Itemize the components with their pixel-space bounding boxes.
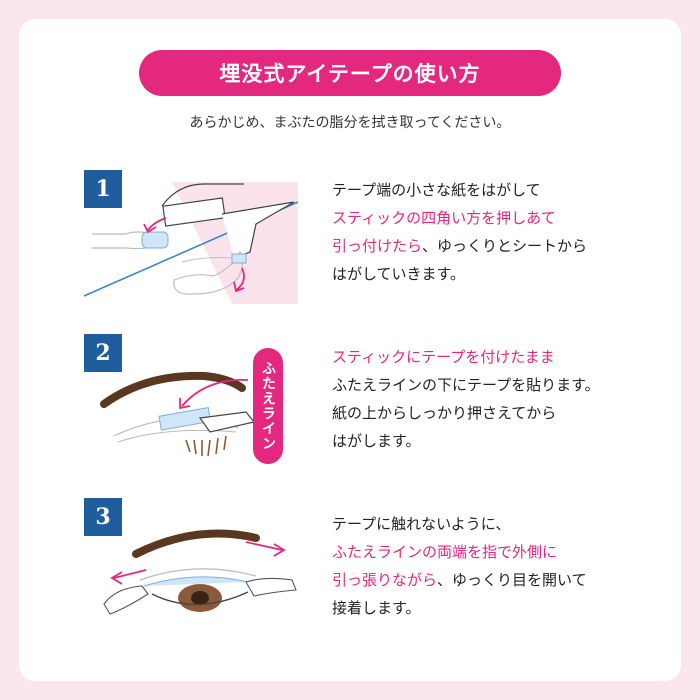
step-3-text: テープに触れないように、 ふたえラインの両端を指で外側に 引っ張りながら、ゆっく… — [332, 510, 587, 622]
step-3-number: 3 — [84, 498, 122, 536]
step-1-illustration — [84, 182, 299, 304]
step-3-line: 引っ張りながら、ゆっくり目を開いて — [332, 571, 587, 589]
step-3-line: 接着します。 — [332, 599, 421, 617]
step-1-number: 1 — [84, 170, 122, 208]
step-3-line: テープに触れないように、 — [332, 515, 511, 533]
page-title: 埋没式アイテープの使い方 — [139, 50, 561, 96]
step-1-line: 引っ付けたら、ゆっくりとシートから — [332, 237, 588, 255]
step-2-line: 紙の上からしっかり押さえてから — [332, 404, 557, 422]
step-1-line: はがしていきます。 — [332, 265, 466, 283]
step-2-line: ふたえラインの下にテープを貼ります。 — [332, 376, 600, 394]
subtitle: あらかじめ、まぶたの脂分を拭き取ってください。 — [189, 115, 511, 131]
instruction-card — [19, 19, 681, 681]
step-2-line: スティックにテープを付けたまま — [332, 348, 555, 366]
step-2-line: はがします。 — [332, 432, 421, 450]
step-2-text: スティックにテープを付けたまま ふたえラインの下にテープを貼ります。 紙の上から… — [332, 343, 600, 455]
step-2-number: 2 — [84, 334, 122, 372]
futae-line-label: ふたえライン — [253, 348, 283, 464]
step-1-line: スティックの四角い方を押しあて — [332, 209, 556, 227]
step-3-line: ふたえラインの両端を指で外側に — [332, 543, 558, 561]
step-3-illustration — [103, 529, 297, 615]
step-1-line: テープ端の小さな紙をはがして — [332, 181, 541, 199]
step-1-text: テープ端の小さな紙をはがして スティックの四角い方を押しあて 引っ付けたら、ゆっ… — [332, 176, 587, 288]
step-2-illustration — [100, 371, 256, 457]
